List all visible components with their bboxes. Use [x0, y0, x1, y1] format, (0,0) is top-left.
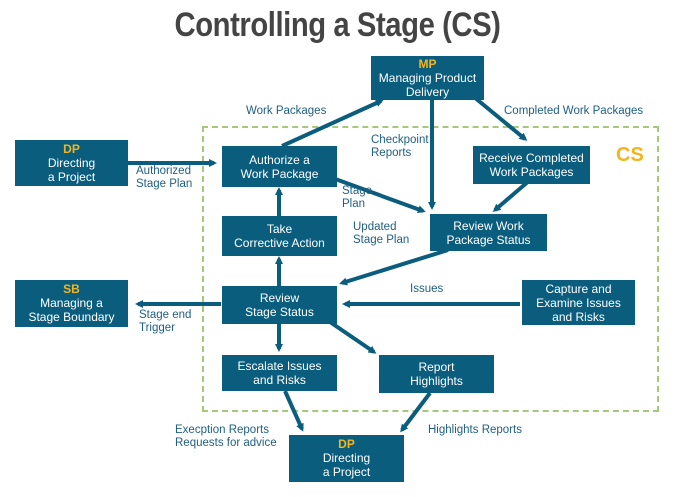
arrow-escalate-to-dp	[283, 390, 304, 432]
label-updated-stage-plan: Updated Stage Plan	[353, 221, 410, 246]
review-stage-status-box[interactable]: Review Stage Status	[222, 286, 337, 324]
arrow-review-wp-to-review-stage	[339, 248, 449, 286]
box-text: Review Stage Status	[245, 291, 314, 319]
box-text: Directing a Project	[47, 155, 96, 184]
authorize-work-package-box[interactable]: Authorize a Work Package	[222, 146, 337, 187]
sb-managing-a-stage-boundary-box[interactable]: SB Managing a Stage Boundary	[15, 280, 128, 327]
review-work-package-status-box[interactable]: Review Work Package Status	[430, 214, 547, 251]
report-highlights-box[interactable]: Report Highlights	[379, 355, 494, 393]
label-work-packages: Work Packages	[246, 105, 327, 117]
arrow-report-to-dp	[400, 391, 432, 433]
arrow-mp-to-receive	[472, 95, 528, 141]
arrow-authorize-to-mp	[281, 99, 384, 148]
label-stage-end-trigger: Stage end Trigger	[139, 309, 192, 334]
dp-directing-a-project-bottom-box[interactable]: DP Directing a Project	[289, 435, 404, 482]
label-stage-plan: Stage Plan	[342, 185, 373, 210]
arrow-review-stage-to-report	[328, 320, 377, 354]
box-text: Authorize a Work Package	[240, 152, 319, 181]
box-text: Directing a Project	[322, 451, 371, 479]
box-code: DP	[338, 437, 355, 451]
label-issues: Issues	[410, 283, 444, 295]
mp-managing-product-delivery-box[interactable]: MP Managing Product Delivery	[371, 56, 484, 100]
box-text: Take Corrective Action	[234, 222, 325, 250]
take-corrective-action-box[interactable]: Take Corrective Action	[222, 216, 337, 256]
page-title: Controlling a Stage (CS)	[174, 6, 501, 44]
dp-directing-a-project-top-box[interactable]: DP Directing a Project	[15, 140, 128, 186]
box-text: Escalate Issues and Risks	[237, 359, 322, 387]
receive-completed-work-packages-box[interactable]: Receive Completed Work Packages	[473, 146, 590, 184]
escalate-issues-and-risks-box[interactable]: Escalate Issues and Risks	[222, 355, 337, 391]
box-text: Report Highlights	[410, 360, 463, 388]
label-exception-reports: Execption Reports Requests for advice	[175, 424, 277, 449]
arrow-receive-to-review-wp	[492, 178, 532, 212]
label-highlights-reports: Highlights Reports	[428, 424, 522, 436]
box-code: DP	[63, 141, 80, 156]
box-text: Capture and Examine Issues and Risks	[536, 281, 621, 324]
stage-frame-label: CS	[616, 144, 644, 166]
box-text: Managing Product Delivery	[378, 70, 477, 99]
label-checkpoint-reports: Checkpoint Reports	[371, 134, 429, 159]
box-code: MP	[418, 56, 437, 71]
box-text: Receive Completed Work Packages	[479, 151, 584, 179]
label-authorized-stage-plan: Authorized Stage Plan	[136, 165, 193, 190]
label-completed-work-packages: Completed Work Packages	[504, 105, 644, 117]
box-code: SB	[63, 282, 80, 296]
box-text: Managing a Stage Boundary	[28, 296, 115, 324]
box-text: Review Work Package Status	[446, 218, 531, 247]
capture-and-examine-issues-box[interactable]: Capture and Examine Issues and Risks	[522, 280, 635, 325]
